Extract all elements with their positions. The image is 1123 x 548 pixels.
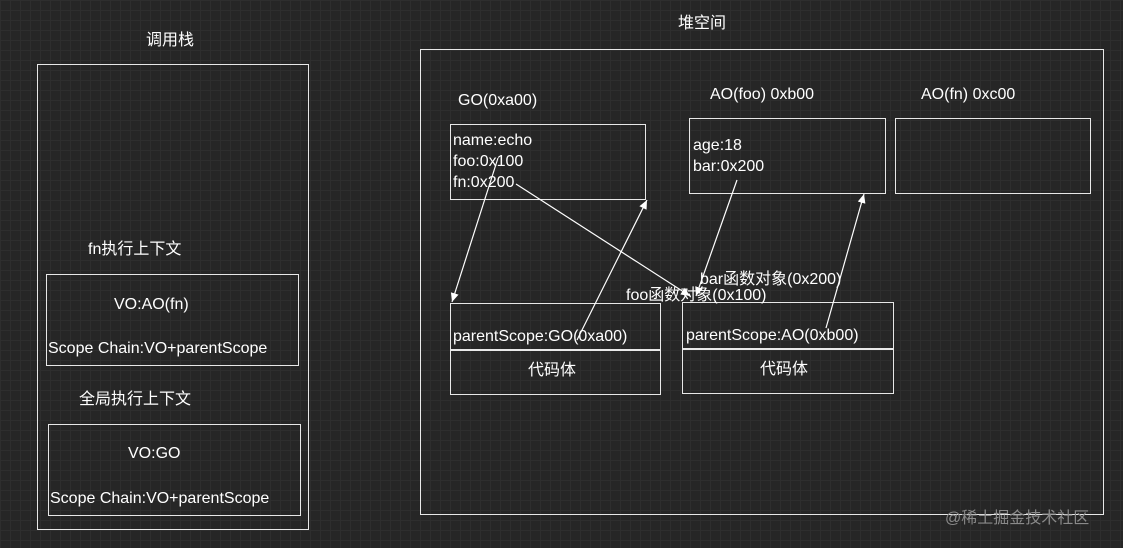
call-stack-title: 调用栈 (146, 32, 195, 49)
arrow-bar-scope-to-ao-foo (825, 193, 866, 329)
go-props: name:echo foo:0x100 fn:0x200 (453, 130, 532, 193)
bar-fn-body: 代码体 (760, 361, 809, 378)
bar-fn-body-cell (682, 348, 894, 394)
ao-foo-props: age:18 bar:0x200 (693, 135, 764, 177)
watermark: @稀土掘金技术社区 (945, 510, 1090, 527)
arrow-foo-scope-to-go (576, 199, 648, 341)
fn-context-scope-chain: Scope Chain:VO+parentScope (48, 340, 268, 357)
bar-fn-parent-scope: parentScope:AO(0xb00) (686, 327, 859, 344)
bar-fn-scope-cell (682, 302, 894, 350)
fn-context-vo: VO:AO(fn) (114, 296, 189, 313)
ao-foo-prop-age: age:18 (693, 137, 742, 154)
heap-container (420, 49, 1104, 515)
ao-fn-title: AO(fn) 0xc00 (921, 86, 1016, 103)
global-context-vo: VO:GO (128, 445, 181, 462)
go-title: GO(0xa00) (458, 92, 538, 109)
arrow-go-foo-to-foo-fn (450, 157, 499, 303)
arrow-ao-foo-bar-to-bar-fn (695, 179, 738, 297)
global-context-title: 全局执行上下文 (79, 391, 192, 408)
fn-context-box: VO:AO(fn) Scope Chain:VO+parentScope (46, 274, 299, 366)
foo-fn-scope-cell (450, 303, 661, 351)
global-context-box: VO:GO Scope Chain:VO+parentScope (48, 424, 301, 516)
fn-context-title: fn执行上下文 (88, 241, 182, 258)
foo-fn-body: 代码体 (528, 362, 577, 379)
foo-fn-parent-scope: parentScope:GO(0xa00) (453, 328, 628, 345)
ao-foo-prop-bar: bar:0x200 (693, 158, 765, 175)
go-prop-fn: fn:0x200 (453, 174, 515, 191)
heap-title: 堆空间 (678, 15, 727, 32)
arrow-go-fn-to-bar-fn (515, 183, 691, 297)
foo-fn-body-cell (450, 349, 661, 395)
go-prop-foo: foo:0x100 (453, 153, 524, 170)
go-box (450, 124, 646, 200)
ao-fn-box (895, 118, 1091, 194)
global-context-scope-chain: Scope Chain:VO+parentScope (50, 490, 270, 507)
foo-fn-title: foo函数对象(0x100) (626, 287, 767, 304)
ao-foo-box (689, 118, 886, 194)
go-prop-name: name:echo (453, 132, 533, 149)
bar-fn-title: bar函数对象(0x200) (700, 271, 842, 288)
call-stack-container (37, 64, 309, 530)
ao-foo-title: AO(foo) 0xb00 (710, 86, 815, 103)
